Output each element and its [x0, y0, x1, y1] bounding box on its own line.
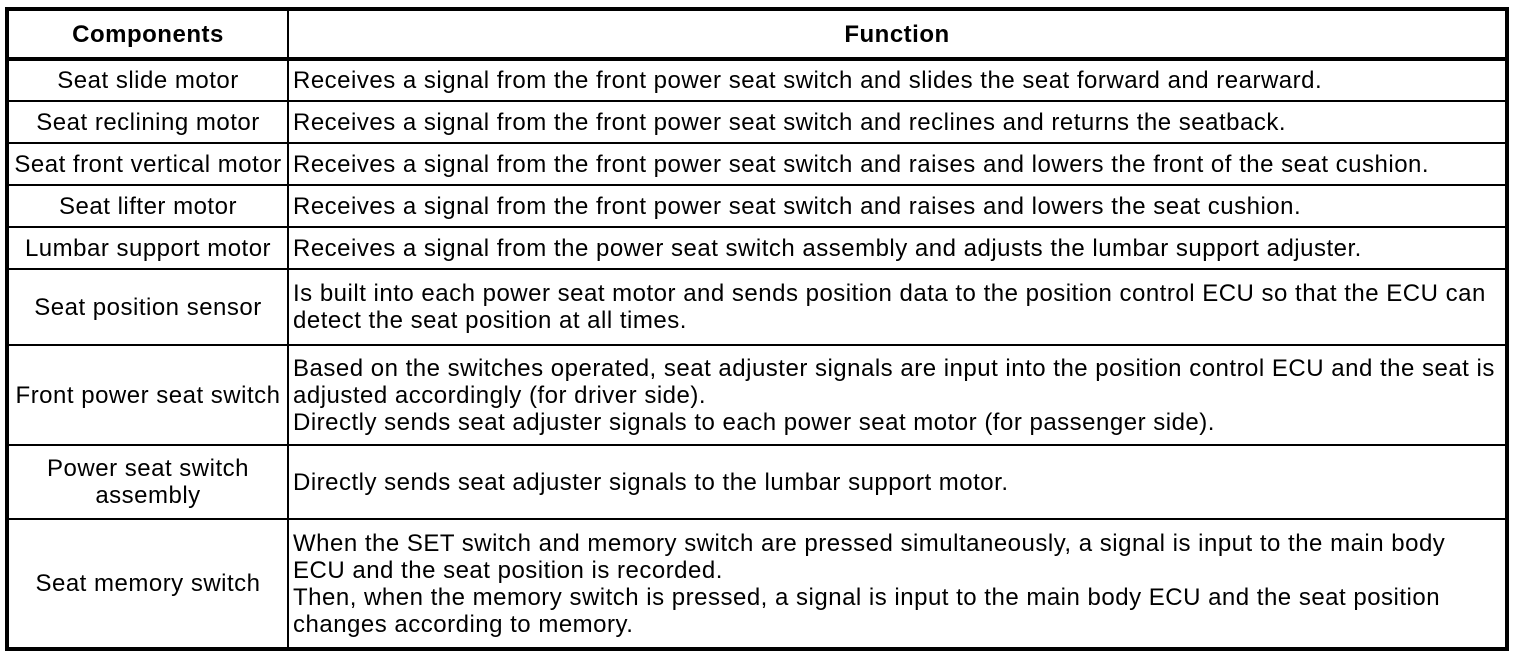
- column-header-function: Function: [287, 8, 1508, 61]
- component-cell: Seat position sensor: [6, 268, 289, 346]
- component-cell: Seat slide motor: [6, 58, 289, 102]
- function-cell: Receives a signal from the front power s…: [287, 184, 1508, 228]
- function-cell: When the SET switch and memory switch ar…: [287, 518, 1508, 650]
- component-cell: Seat lifter motor: [6, 184, 289, 228]
- component-cell: Seat front vertical motor: [6, 142, 289, 186]
- component-cell: Seat reclining motor: [6, 100, 289, 144]
- component-cell: Seat memory switch: [6, 518, 289, 650]
- function-cell: Directly sends seat adjuster signals to …: [287, 444, 1508, 520]
- component-cell: Power seat switch assembly: [6, 444, 289, 520]
- function-cell: Receives a signal from the front power s…: [287, 58, 1508, 102]
- component-cell: Front power seat switch: [6, 344, 289, 446]
- function-cell: Receives a signal from the front power s…: [287, 142, 1508, 186]
- function-cell: Is built into each power seat motor and …: [287, 268, 1508, 346]
- function-cell: Based on the switches operated, seat adj…: [287, 344, 1508, 446]
- function-cell: Receives a signal from the front power s…: [287, 100, 1508, 144]
- column-header-components: Components: [6, 8, 289, 61]
- header-row: Components Function: [6, 8, 1508, 61]
- function-cell: Receives a signal from the power seat sw…: [287, 226, 1508, 270]
- component-cell: Lumbar support motor: [6, 226, 289, 270]
